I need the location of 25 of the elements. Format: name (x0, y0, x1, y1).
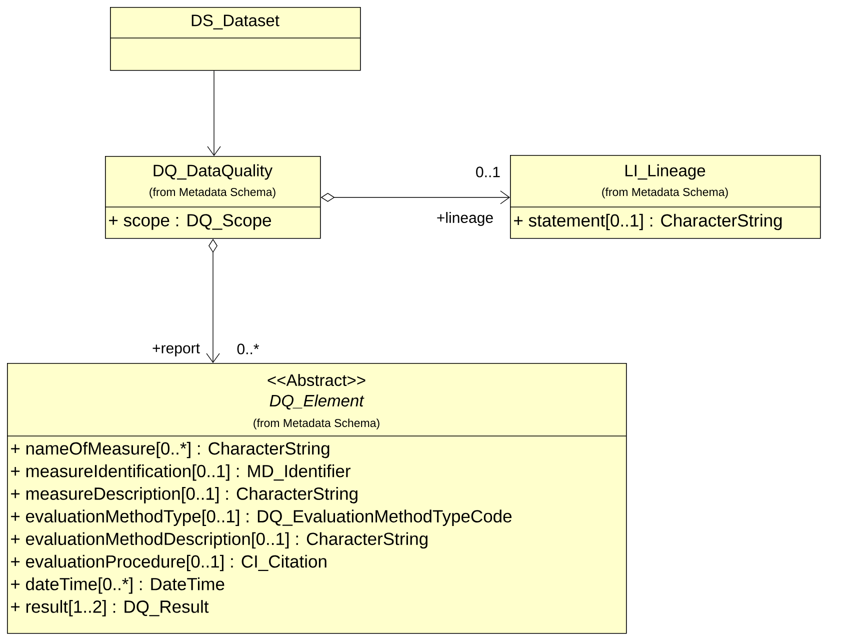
class-box (110, 7, 361, 71)
class-box (6, 363, 627, 634)
class-box (510, 155, 821, 239)
attribute-text: + dateTime[0..*] : DateTime (11, 577, 224, 594)
attribute-text: + result[1..2] : DQ_Result (11, 600, 209, 616)
attribute-text: + evaluationMethodType[0..1] : DQ_EvaluationMethodTypeCode (11, 510, 512, 526)
package-note: (from Metadata Schema) (150, 188, 276, 198)
package-note: (from Metadata Schema) (254, 418, 380, 430)
package-note: (from Metadata Schema) (602, 188, 728, 198)
attribute-text: + measureDescription[0..1] : CharacterString (11, 487, 358, 504)
association-arrow (207, 70, 221, 156)
attribute-text: + statement[0..1] : CharacterString (514, 214, 782, 230)
attribute-text: + scope : DQ_Scope (109, 214, 271, 230)
attribute-text: + nameOfMeasure[0..*] : CharacterString (11, 442, 330, 458)
class-name: LI_Lineage (626, 164, 706, 180)
attribute-text: + evaluationMethodDescription[0..1] : CharacterString (11, 532, 428, 549)
role-label: +lineage (435, 211, 495, 227)
class-name: DQ_DataQuality (154, 164, 273, 180)
class-name: DQ_Element (270, 394, 364, 410)
class-name: DS_Dataset (192, 14, 280, 30)
role-label: +report (151, 342, 201, 358)
stereotype-label: <<Abstract>> (268, 374, 366, 386)
attribute-text: + measureIdentification[0..1] : MD_Identifier (11, 464, 350, 481)
attribute-text: + evaluationProcedure[0..1] : CI_Citation (11, 554, 326, 572)
class-box (104, 156, 321, 239)
